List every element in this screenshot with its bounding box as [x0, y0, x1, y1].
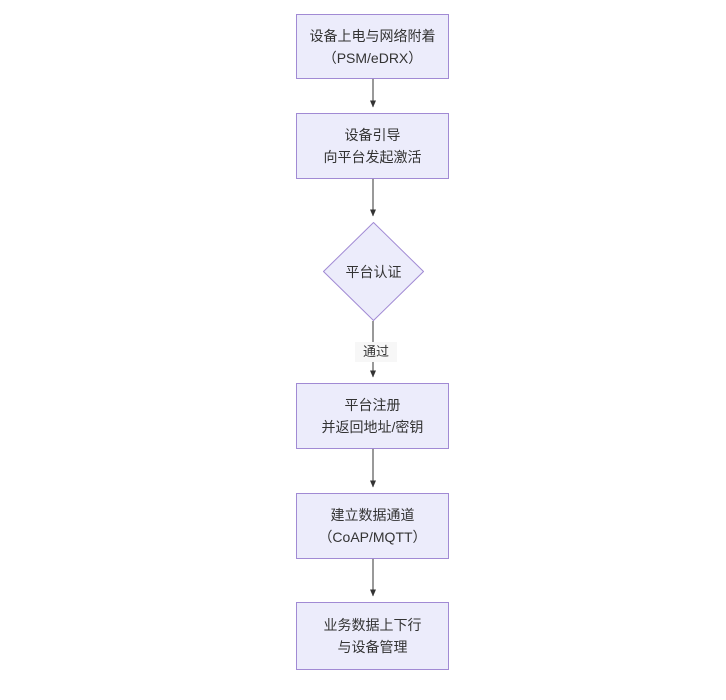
- node-line: 与设备管理: [337, 639, 408, 655]
- node-line: 设备引导: [344, 127, 401, 143]
- node-device-bootstrap[interactable]: 设备引导 向平台发起激活: [296, 113, 449, 179]
- node-business-data[interactable]: 业务数据上下行 与设备管理: [296, 602, 449, 670]
- edge-label-pass: 通过: [355, 342, 397, 362]
- node-line: 并返回地址/密钥: [321, 419, 424, 435]
- node-platform-register[interactable]: 平台注册 并返回地址/密钥: [296, 383, 449, 449]
- node-line: 平台注册: [344, 397, 401, 413]
- node-line: 设备上电与网络附着: [309, 27, 436, 44]
- node-line: 业务数据上下行: [323, 617, 422, 633]
- node-line: 向平台发起激活: [323, 149, 422, 165]
- node-device-power-on[interactable]: 设备上电与网络附着 （PSM/eDRX）: [296, 14, 449, 79]
- node-platform-auth-decision[interactable]: 平台认证: [323, 222, 424, 321]
- diamond-shape: [323, 222, 424, 321]
- node-line: （CoAP/MQTT）: [318, 529, 427, 545]
- node-data-channel[interactable]: 建立数据通道 （CoAP/MQTT）: [296, 493, 449, 559]
- node-line: （PSM/eDRX）: [322, 49, 423, 66]
- node-line: 建立数据通道: [330, 507, 415, 523]
- node-line: 平台认证: [345, 263, 402, 280]
